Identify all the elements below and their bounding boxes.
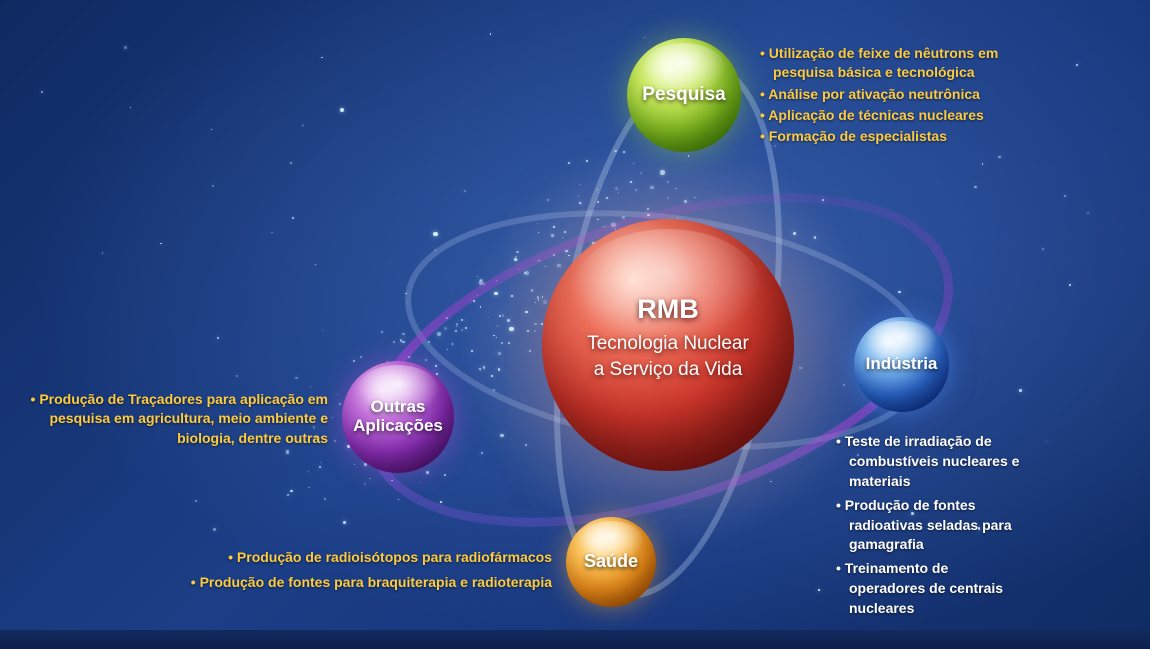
industria-bullet-1: Teste de irradiação de combustíveis nucl… <box>836 432 1026 492</box>
industria-bullet-2: Produção de fontes radioativas seladas p… <box>836 496 1026 556</box>
sphere-rmb: RMB Tecnologia Nuclear a Serviço da Vida <box>542 219 794 471</box>
sphere-outras-aplicacoes: Outras Aplicações <box>342 361 454 473</box>
pesquisa-bullet-3: Aplicação de técnicas nucleares <box>760 106 1028 125</box>
rmb-subtitle-line1: Tecnologia Nuclear <box>587 331 749 356</box>
industria-bullet-list: Teste de irradiação de combustíveis nucl… <box>836 432 1026 623</box>
industria-bullet-3: Treinamento de operadores de centrais nu… <box>836 559 1026 619</box>
rmb-text-block: RMB Tecnologia Nuclear a Serviço da Vida <box>587 294 749 381</box>
sphere-saude-label: Saúde <box>584 552 638 572</box>
pesquisa-bullet-4: Formação de especialistas <box>760 127 1028 146</box>
sphere-pesquisa: Pesquisa <box>627 38 741 152</box>
sphere-industria: Indústria <box>854 317 949 412</box>
sphere-industria-label: Indústria <box>866 355 938 374</box>
saude-bullet-list: Produção de radioisótopos para radiofárm… <box>150 548 552 598</box>
rmb-subtitle-line2: a Serviço da Vida <box>587 357 749 382</box>
sphere-saude: Saúde <box>566 517 656 607</box>
pesquisa-bullet-2: Análise por ativação neutrônica <box>760 85 1028 104</box>
outras-bullet-list: Produção de Traçadores para aplicação em… <box>28 390 328 450</box>
saude-bullet-2: Produção de fontes para braquiterapia e … <box>150 573 552 592</box>
saude-bullet-1: Produção de radioisótopos para radiofárm… <box>150 548 552 567</box>
sphere-outras-label: Outras Aplicações <box>353 398 443 435</box>
sphere-pesquisa-label: Pesquisa <box>642 85 725 106</box>
sphere-outras-label-line1: Outras <box>371 397 426 416</box>
footer-band <box>0 630 1150 649</box>
rmb-title: RMB <box>587 294 749 325</box>
pesquisa-bullet-1: Utilização de feixe de nêutrons em pesqu… <box>760 44 1028 83</box>
sphere-outras-label-line2: Aplicações <box>353 416 443 435</box>
pesquisa-bullet-list: Utilização de feixe de nêutrons em pesqu… <box>760 44 1028 149</box>
outras-bullet-1: Produção de Traçadores para aplicação em… <box>28 390 328 448</box>
